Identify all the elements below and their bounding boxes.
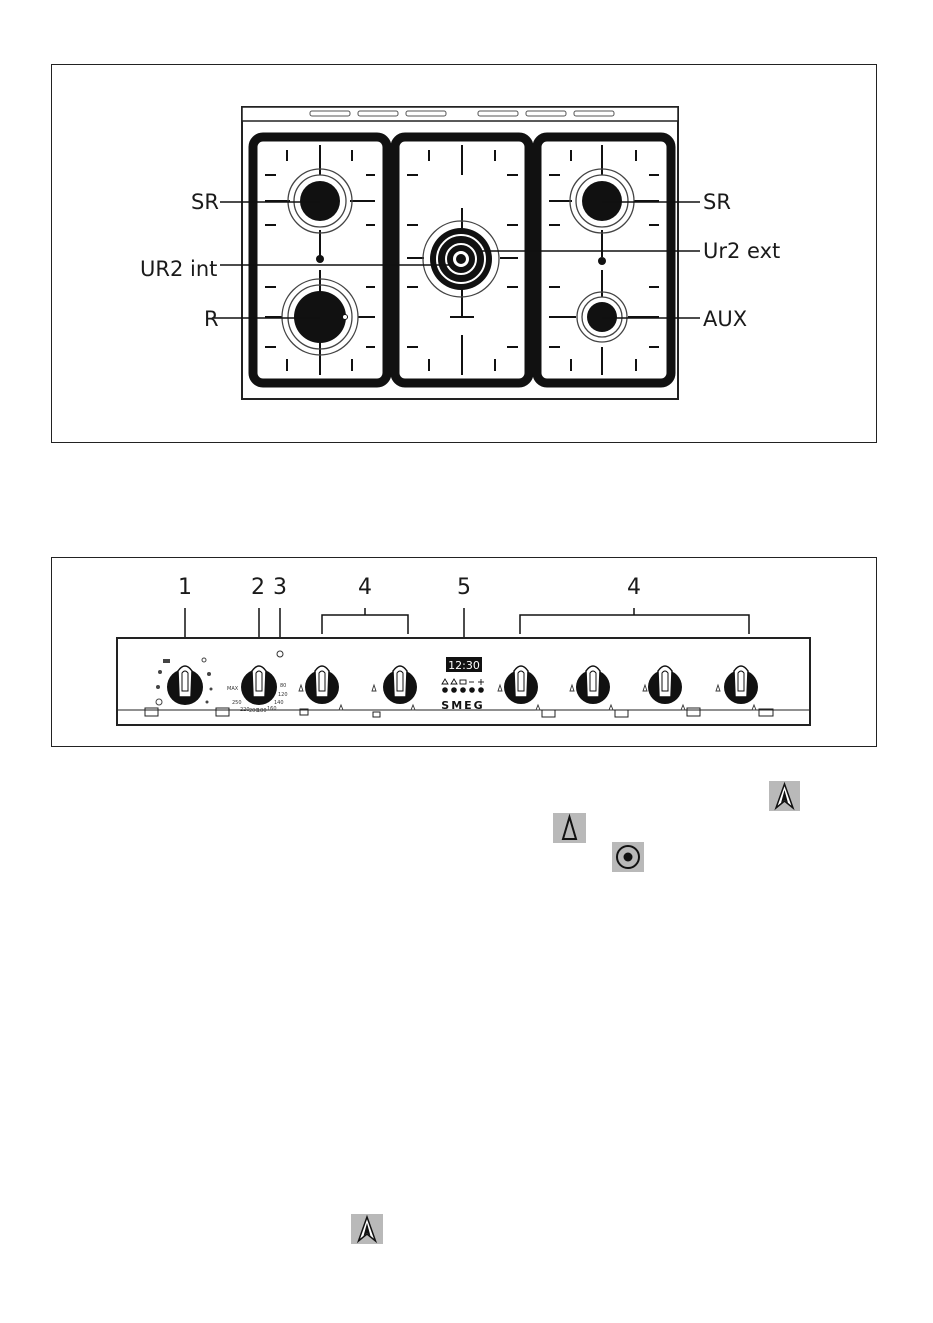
temp-180: 180 — [257, 708, 267, 714]
temp-max: MAX — [227, 686, 239, 692]
temp-80: 80 — [280, 683, 286, 689]
callout-4-right: 4 — [627, 576, 641, 600]
hob-back-strip — [242, 107, 678, 121]
label-ur2-int: UR2 int — [140, 257, 217, 281]
hob-diagram-frame: SR UR2 int R SR Ur2 ext AUX — [51, 64, 877, 443]
brand-logo: SMEG — [441, 699, 484, 712]
callout-2: 2 — [251, 576, 265, 600]
control-panel-frame: MAX 250 220 200 180 160 140 120 80 12:30… — [51, 557, 877, 747]
label-aux: AUX — [703, 307, 747, 331]
temp-140: 140 — [274, 700, 284, 706]
clock-time: 12:30 — [448, 659, 480, 672]
burner-position-icon — [612, 842, 644, 872]
flame-icon — [769, 781, 800, 811]
label-r: R — [204, 307, 219, 331]
temp-120: 120 — [278, 692, 288, 698]
callout-3: 3 — [273, 576, 287, 600]
callout-5: 5 — [457, 576, 471, 600]
temp-160: 160 — [267, 706, 277, 712]
label-ur2-ext: Ur2 ext — [703, 239, 780, 263]
indicator-light — [277, 651, 283, 657]
label-sr-right: SR — [703, 190, 731, 214]
ignition-icon — [553, 813, 586, 843]
flame-icon-bottom — [351, 1214, 383, 1244]
burner-ur2 — [423, 221, 499, 297]
callout-4-left: 4 — [358, 576, 372, 600]
callout-1: 1 — [178, 576, 192, 600]
label-sr-left: SR — [191, 190, 219, 214]
temp-250: 250 — [232, 700, 242, 706]
